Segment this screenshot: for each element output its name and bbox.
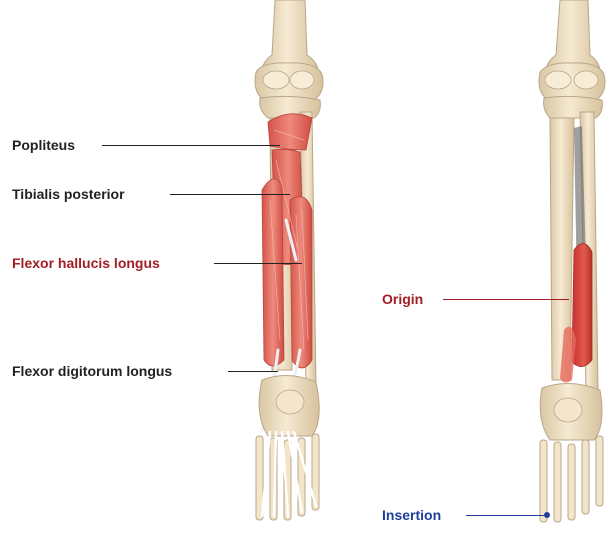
right-toes bbox=[540, 436, 603, 522]
popliteus-leader bbox=[102, 145, 280, 146]
label-tibialis-posterior: Tibialis posterior bbox=[12, 187, 125, 201]
left-femur bbox=[262, 0, 318, 72]
left-flexor-digitorum-muscle bbox=[262, 179, 284, 366]
label-popliteus: Popliteus bbox=[12, 138, 75, 152]
label-origin: Origin bbox=[382, 292, 423, 306]
flexor-digitorum-leader bbox=[228, 371, 278, 372]
label-flexor-hallucis-longus: Flexor hallucis longus bbox=[12, 256, 160, 270]
label-flexor-digitorum-longus: Flexor digitorum longus bbox=[12, 364, 172, 378]
flexor-hallucis-leader bbox=[214, 263, 302, 264]
left-leg bbox=[255, 0, 323, 520]
right-femur bbox=[546, 0, 600, 72]
left-flexor-hallucis-muscle bbox=[290, 197, 312, 368]
origin-leader bbox=[443, 299, 569, 300]
right-leg bbox=[539, 0, 605, 522]
tibialis-posterior-leader bbox=[170, 194, 290, 195]
insertion-leader bbox=[466, 515, 546, 516]
insertion-dot bbox=[544, 512, 550, 518]
label-insertion: Insertion bbox=[382, 508, 441, 522]
